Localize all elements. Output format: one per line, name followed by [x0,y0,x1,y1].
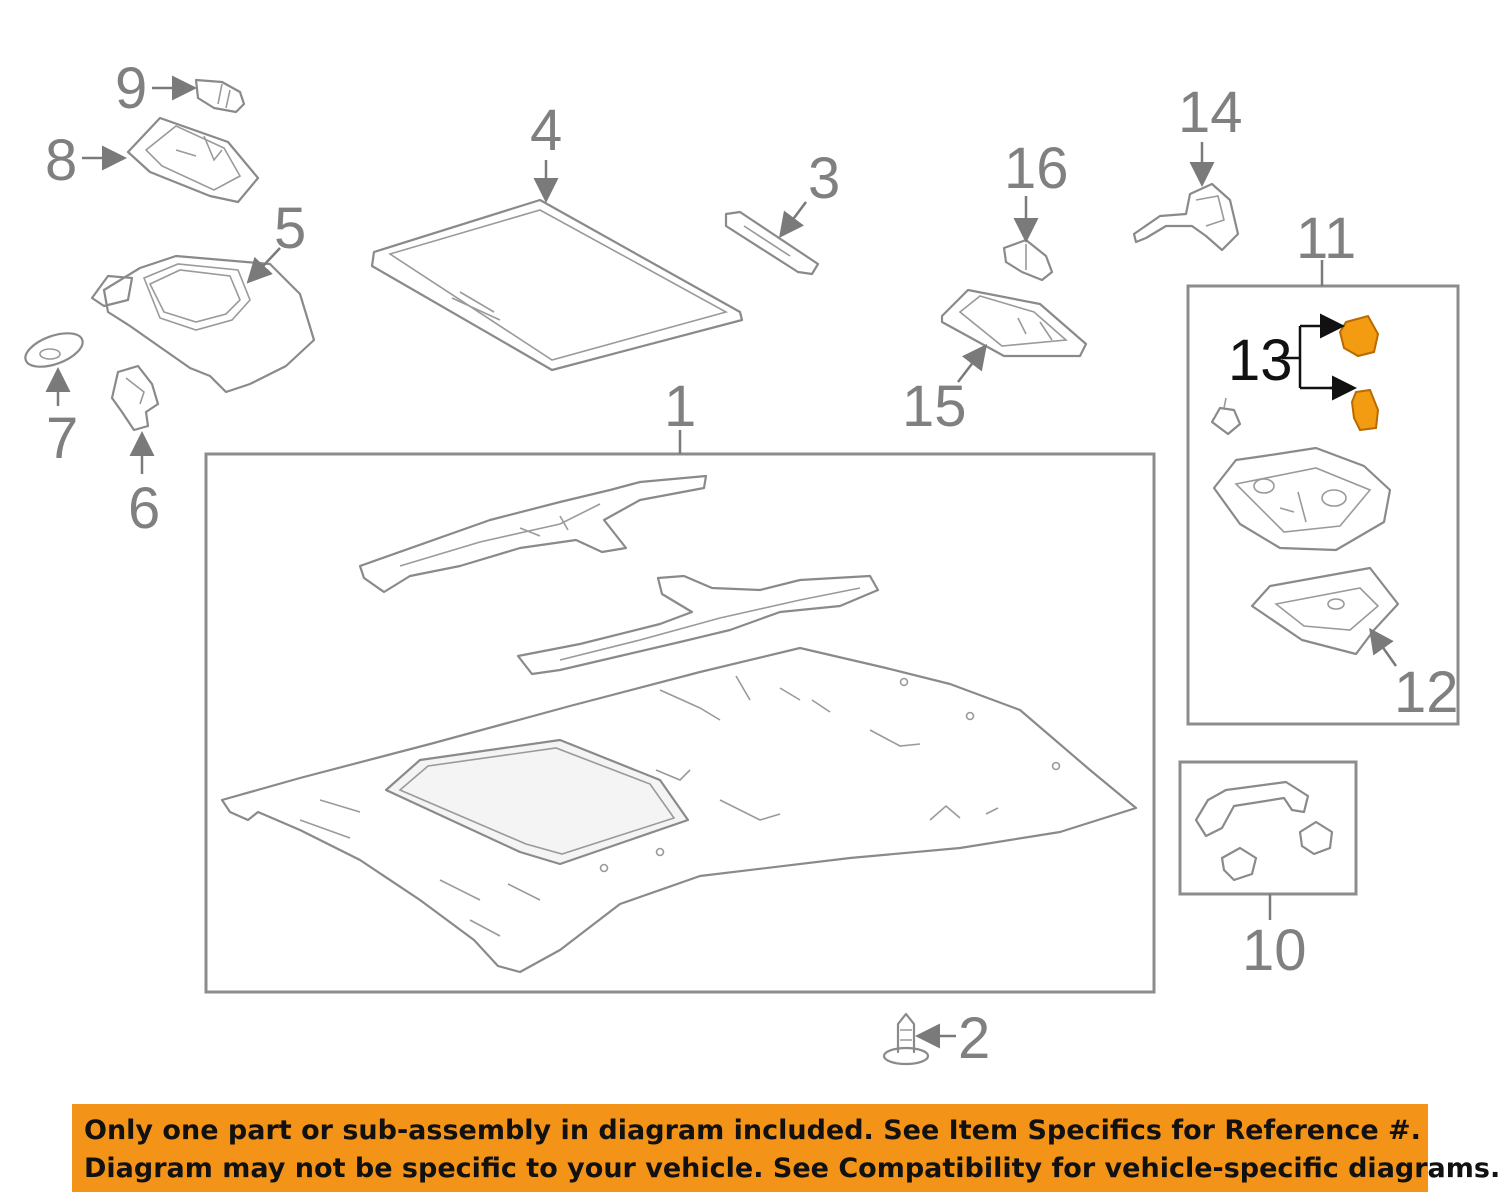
part-10-assist-grip [1194,780,1334,882]
callout-13: 13 [1228,328,1293,393]
disclaimer-line-2: Diagram may not be specific to your vehi… [84,1153,1500,1184]
disclaimer-banner: Only one part or sub-assembly in diagram… [72,1104,1500,1192]
part-15-lamp-housing [940,288,1088,358]
callout-1: 1 [664,374,696,439]
callout-4: 4 [530,98,562,163]
leader-13 [1282,324,1352,390]
part-9-bulb [194,78,246,114]
part-14-wire-harness [1132,182,1240,252]
callout-2: 2 [958,1006,990,1071]
callout-7: 7 [46,406,78,471]
part-7-clip-cover [24,332,84,368]
part-2-push-clip [882,1012,930,1066]
part-8-lamp-housing [126,116,260,204]
leader-5 [246,247,281,284]
part-1-headliner [220,646,1138,974]
part-3-bracket [724,210,820,276]
part-1-reinforcement-rear [516,574,880,676]
disclaimer-line-1: Only one part or sub-assembly in diagram… [84,1115,1421,1146]
part-1-reinforcement-front [358,474,708,594]
callout-8: 8 [45,128,77,193]
callout-3: 3 [808,146,840,211]
part-12-lens [1250,566,1400,656]
leader-3 [779,201,807,238]
box-10-frame [1178,760,1358,896]
part-5-sun-visor [90,254,316,394]
part-13-highlighted-clips [1338,314,1380,432]
parts-diagram: 9 8 5 7 6 4 3 [24,56,1460,1071]
leader-15 [957,344,988,383]
part-6-visor-holder [110,364,160,432]
box-1-frame [204,452,1156,994]
callout-6: 6 [128,476,160,541]
callout-15: 15 [902,374,967,439]
part-16-bulb [1002,238,1054,282]
callout-9: 9 [115,56,147,121]
callout-10: 10 [1242,918,1307,983]
callout-14: 14 [1178,80,1243,145]
callout-12: 12 [1394,660,1459,725]
part-4-sunroof-shade [370,198,744,372]
callout-16: 16 [1004,136,1069,201]
part-box11-console [1212,446,1392,552]
callout-5: 5 [274,196,306,261]
callout-11: 11 [1296,206,1356,271]
part-box11-small-clip [1210,397,1242,436]
leader-12 [1369,627,1398,667]
